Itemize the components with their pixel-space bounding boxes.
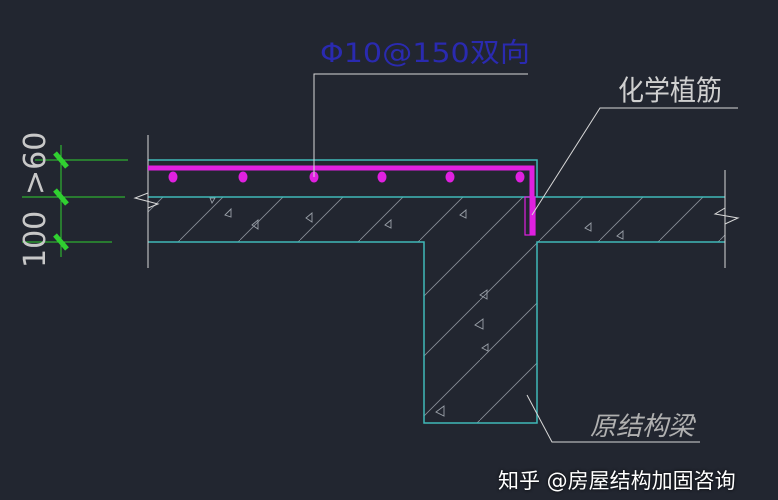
leader-lines (313, 73, 738, 443)
concrete-outline (148, 159, 725, 424)
dimension-ticks (53, 151, 69, 251)
anchor-label: 化学植筋 (618, 74, 722, 107)
dimension-bottom: 100 (18, 211, 53, 268)
aggregate-marks (209, 197, 624, 417)
rebar-label: Φ10@150双向 (320, 38, 530, 69)
break-lines (133, 135, 740, 268)
concrete-hatch (148, 197, 725, 423)
beam-label: 原结构梁 (590, 412, 696, 442)
new-rebar (148, 165, 535, 235)
distribution-bars (168, 171, 525, 183)
anchor-hole (524, 196, 536, 236)
watermark: 知乎 @房屋结构加固咨询 (498, 469, 736, 493)
dimension-top: >60 (18, 132, 53, 195)
